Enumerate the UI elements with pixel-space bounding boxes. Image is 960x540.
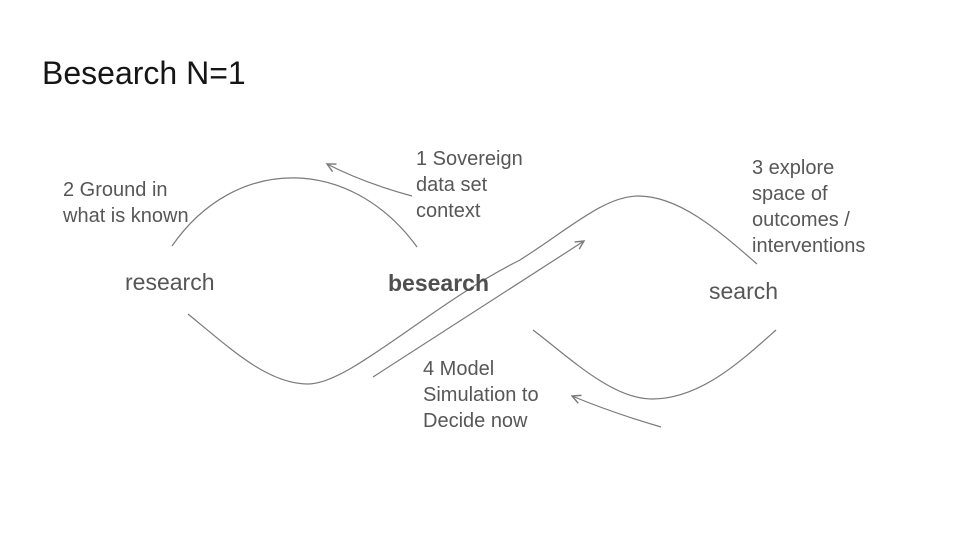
annotation-explore-space-of-outcomes: 3 explore space of outcomes / interventi… bbox=[752, 155, 865, 259]
annotation-line: what is known bbox=[63, 205, 189, 227]
annotation-line: Simulation to bbox=[423, 384, 539, 406]
arrow-sovereign-context-icon bbox=[325, 163, 413, 197]
annotation-line: 3 explore bbox=[752, 157, 835, 179]
label-besearch: besearch bbox=[388, 270, 490, 296]
wave-valley-besearch-search bbox=[532, 329, 777, 400]
annotation-line: context bbox=[416, 200, 481, 222]
annotation-sovereign-data-set-context: 1 Sovereign data set context bbox=[416, 146, 523, 224]
annotation-line: space of bbox=[752, 183, 828, 205]
wave-s-curve-center bbox=[187, 195, 758, 385]
label-research: research bbox=[125, 269, 215, 295]
arrow-center-upright-icon bbox=[372, 240, 586, 378]
wave-hump-research-besearch bbox=[171, 177, 418, 248]
annotation-line: 4 Model bbox=[423, 358, 495, 380]
annotation-line: Decide now bbox=[423, 410, 528, 432]
slide-title: Besearch N=1 bbox=[42, 55, 246, 91]
arrow-model-simulation-icon bbox=[570, 394, 662, 428]
annotation-line: 1 Sovereign bbox=[416, 148, 523, 170]
label-search: search bbox=[709, 278, 779, 304]
annotation-line: 2 Ground in bbox=[63, 179, 168, 201]
annotation-line: outcomes / bbox=[752, 209, 850, 231]
annotation-line: interventions bbox=[752, 235, 866, 257]
annotation-model-simulation-to-decide-now: 4 Model Simulation to Decide now bbox=[423, 356, 539, 434]
annotation-ground-in-what-is-known: 2 Ground in what is known bbox=[63, 177, 189, 229]
annotation-line: data set bbox=[416, 174, 488, 196]
